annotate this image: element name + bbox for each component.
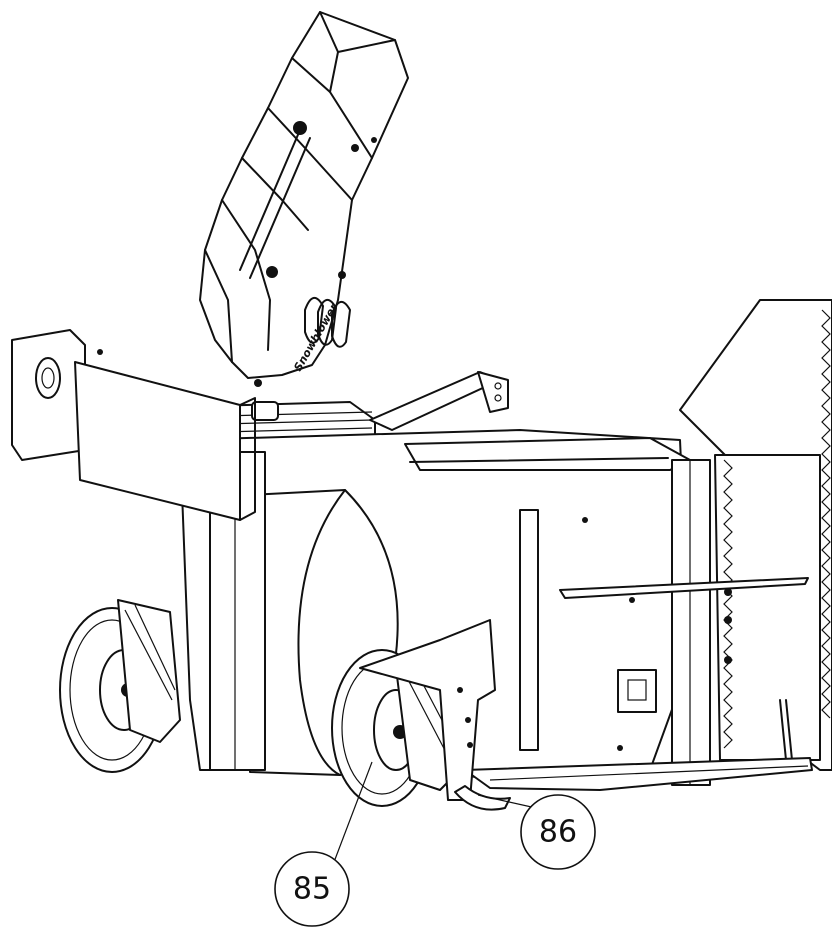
callout-86: 86 xyxy=(520,794,596,870)
callout-85: 85 xyxy=(274,851,350,927)
callout-leaders xyxy=(333,761,537,863)
left-caster-wheel xyxy=(59,599,181,773)
gearbox xyxy=(11,329,256,521)
callout-86-label: 86 xyxy=(539,815,577,850)
right-side-panel xyxy=(559,299,832,771)
front-caster-wheel xyxy=(331,619,496,807)
main-housing xyxy=(179,429,711,786)
deflector-arm xyxy=(369,371,509,431)
skid-plate xyxy=(454,785,511,811)
callout-85-label: 85 xyxy=(293,872,331,907)
scraper-bar xyxy=(464,757,813,791)
discharge-chute: Snowblower xyxy=(199,11,409,387)
